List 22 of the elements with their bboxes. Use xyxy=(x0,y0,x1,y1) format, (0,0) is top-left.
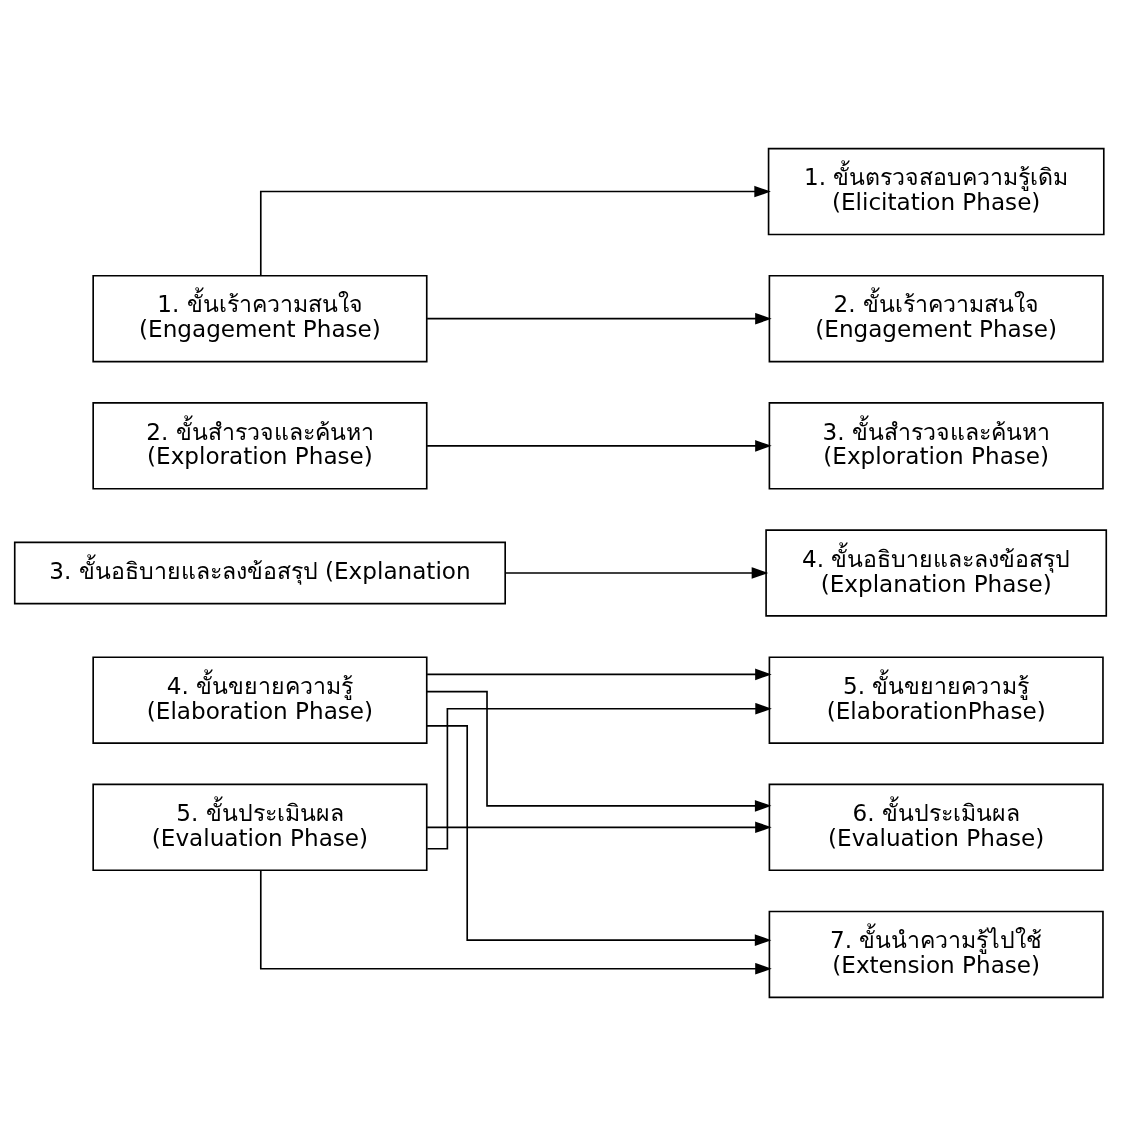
arrow xyxy=(426,668,772,681)
arrow xyxy=(504,567,769,579)
node-box: 3. ขั้นสำรวจและค้นหา (Exploration Phase) xyxy=(768,402,1104,490)
node-box: 2. ขั้นเร้าความสนใจ (Engagement Phase) xyxy=(768,274,1104,363)
node-box: 4. ขั้นขยายความรู้ (Elaboration Phase) xyxy=(92,656,428,744)
arrow xyxy=(426,821,772,834)
arrow xyxy=(425,690,772,812)
arrow xyxy=(259,185,771,277)
node-box: 5. ขั้นประเมินผล (Evaluation Phase) xyxy=(92,783,428,872)
arrow xyxy=(426,440,772,452)
node-box: 6. ขั้นประเมินผล (Evaluation Phase) xyxy=(768,783,1104,872)
node-box: 2. ขั้นสำรวจและค้นหา (Exploration Phase) xyxy=(92,402,428,490)
arrow xyxy=(426,702,772,850)
node-box: 4. ขั้นอธิบายและลงข้อสรุป (Explanation Phase) xyxy=(765,529,1108,617)
node-box: 7. ขั้นนำความรู้ไปใช้ (Extension Phase) xyxy=(768,910,1104,999)
arrow xyxy=(259,869,772,975)
node-box: 1. ขั้นตรวจสอบความรู้เดิม (Elicitation Phase) xyxy=(767,147,1105,236)
arrow xyxy=(426,312,772,325)
arrow xyxy=(425,725,772,946)
node-box: 1. ขั้นเร้าความสนใจ (Engagement Phase) xyxy=(92,274,428,363)
node-box: 3. ขั้นอธิบายและลงข้อสรุป (Explanation xyxy=(13,541,506,605)
node-box: 5. ขั้นขยายความรู้ (ElaborationPhase) xyxy=(768,656,1104,744)
